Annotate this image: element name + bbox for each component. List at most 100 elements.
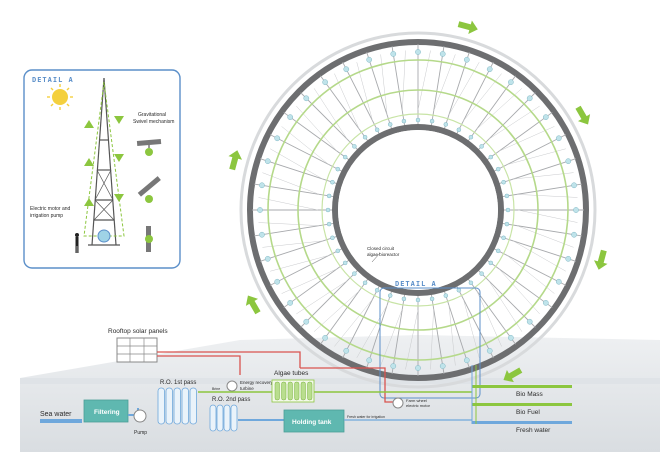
ro-second-label: R.O. 2nd pass <box>212 397 250 403</box>
energy-recovery-label-2: turbine <box>240 386 254 391</box>
power-lines <box>157 351 395 403</box>
energy-recovery-label-1: Energy recovery <box>240 380 274 385</box>
wheel-algae-cells <box>257 49 579 371</box>
tower-structure <box>88 77 120 246</box>
algae-cell <box>264 255 271 262</box>
swivel-example-vertical <box>145 226 153 252</box>
wheel-spoke <box>300 269 359 328</box>
wheel-green-band-2 <box>297 89 539 331</box>
wheel-brace <box>258 222 320 226</box>
algae-cell <box>342 260 348 266</box>
swivel-example-tilted <box>137 176 161 203</box>
wheel-inner-rim <box>332 124 504 296</box>
algae-cell <box>443 122 449 127</box>
irrigation-label: Fresh water for irrigation <box>347 415 385 419</box>
algae-cell <box>390 51 397 57</box>
algae-cell <box>374 127 380 133</box>
algae-cell <box>504 193 510 199</box>
algae-cell <box>479 271 484 276</box>
algae-cell <box>303 95 310 102</box>
output-pipes <box>471 365 572 424</box>
detail-a-panel: DETAIL A <box>23 69 181 269</box>
wheel-spoke <box>467 278 516 345</box>
wheel-spoke <box>486 259 553 308</box>
algae-cell <box>479 144 484 149</box>
bio-fuel-label: Bio Fuel <box>516 409 540 416</box>
algae-cell <box>322 334 328 341</box>
process-system: Rooftop solar panels Sea water Filtering… <box>40 328 572 436</box>
wheel-spoke <box>501 222 583 237</box>
algae-cell <box>352 271 357 276</box>
wheel-spoke <box>300 92 359 151</box>
ro-second-vessels <box>209 404 238 432</box>
wheel-spoke <box>493 134 567 172</box>
rooftop-solar-panels <box>116 337 158 363</box>
algae-cell <box>565 255 572 262</box>
algae-cell <box>488 154 494 160</box>
farm-wheel-label-2: electric motor <box>406 403 431 408</box>
algae-cell <box>501 179 506 185</box>
rotation-arrow-icon <box>503 367 523 383</box>
algae-cell <box>526 318 533 325</box>
algae-cell <box>415 49 421 55</box>
algae-cell <box>573 207 579 213</box>
algae-cell <box>456 127 462 133</box>
algae-cell <box>352 144 357 149</box>
algae-cell <box>495 248 501 254</box>
rotation-arrow-icon <box>245 295 261 315</box>
holding-tank <box>283 409 345 433</box>
wheel-hub-void <box>338 130 498 290</box>
algae-cell <box>463 56 470 63</box>
closed-circuit-label-2: algae bioreactor <box>367 252 400 257</box>
wheel-spoke <box>253 222 335 237</box>
algae-cell <box>274 278 281 285</box>
flow-arrows <box>84 116 124 206</box>
wheel-spoke <box>501 183 583 198</box>
algae-tubes-label: Algae tubes <box>274 370 309 377</box>
algae-cell <box>486 347 493 354</box>
algae-cell <box>488 260 494 266</box>
wheel-brace <box>402 50 406 112</box>
ground-plane <box>20 335 660 452</box>
algae-cell <box>508 79 514 86</box>
algae-cell <box>335 166 341 172</box>
algae-cell <box>387 122 393 127</box>
algae-cell <box>456 287 462 293</box>
algae-tubes <box>271 379 315 403</box>
algae-cell <box>415 365 421 371</box>
algae-cell <box>542 300 549 306</box>
brine-label: Brine <box>212 387 220 391</box>
ring-detail-a-title: DETAIL A <box>395 280 437 288</box>
algae-cell <box>274 135 281 142</box>
wheel-spoke <box>498 235 577 262</box>
swivel-example-upright <box>136 138 162 156</box>
wheel-spoke <box>320 278 369 345</box>
wheel-outer-rim <box>247 39 589 381</box>
algae-tube <box>307 381 313 401</box>
wheel-brace <box>506 255 555 294</box>
wheel-brace <box>281 126 330 165</box>
wheel-spoke <box>430 293 445 375</box>
wheel-spoke <box>269 248 343 286</box>
wheel-spoke <box>498 158 577 185</box>
detail-a-box <box>23 69 181 269</box>
wheel-spoke <box>477 269 536 328</box>
wheel-brace <box>313 88 348 140</box>
algae-cell <box>322 79 328 86</box>
algae-cell <box>443 293 449 298</box>
algae-cell <box>415 297 421 303</box>
algae-cell <box>486 66 493 73</box>
algae-cell <box>259 231 265 238</box>
algae-cell <box>555 278 562 285</box>
algae-cell <box>565 158 572 165</box>
algae-cell <box>362 134 368 140</box>
wheel-spoke <box>366 51 393 130</box>
algae-cell <box>264 158 271 165</box>
turbine-icon <box>226 380 238 392</box>
wheel-spoke <box>320 75 369 142</box>
algae-cell <box>257 207 263 213</box>
wheel-brace <box>488 280 523 332</box>
wheel-outer-light-ring <box>239 31 597 389</box>
algae-cell <box>401 118 407 124</box>
algae-cell <box>429 118 435 124</box>
